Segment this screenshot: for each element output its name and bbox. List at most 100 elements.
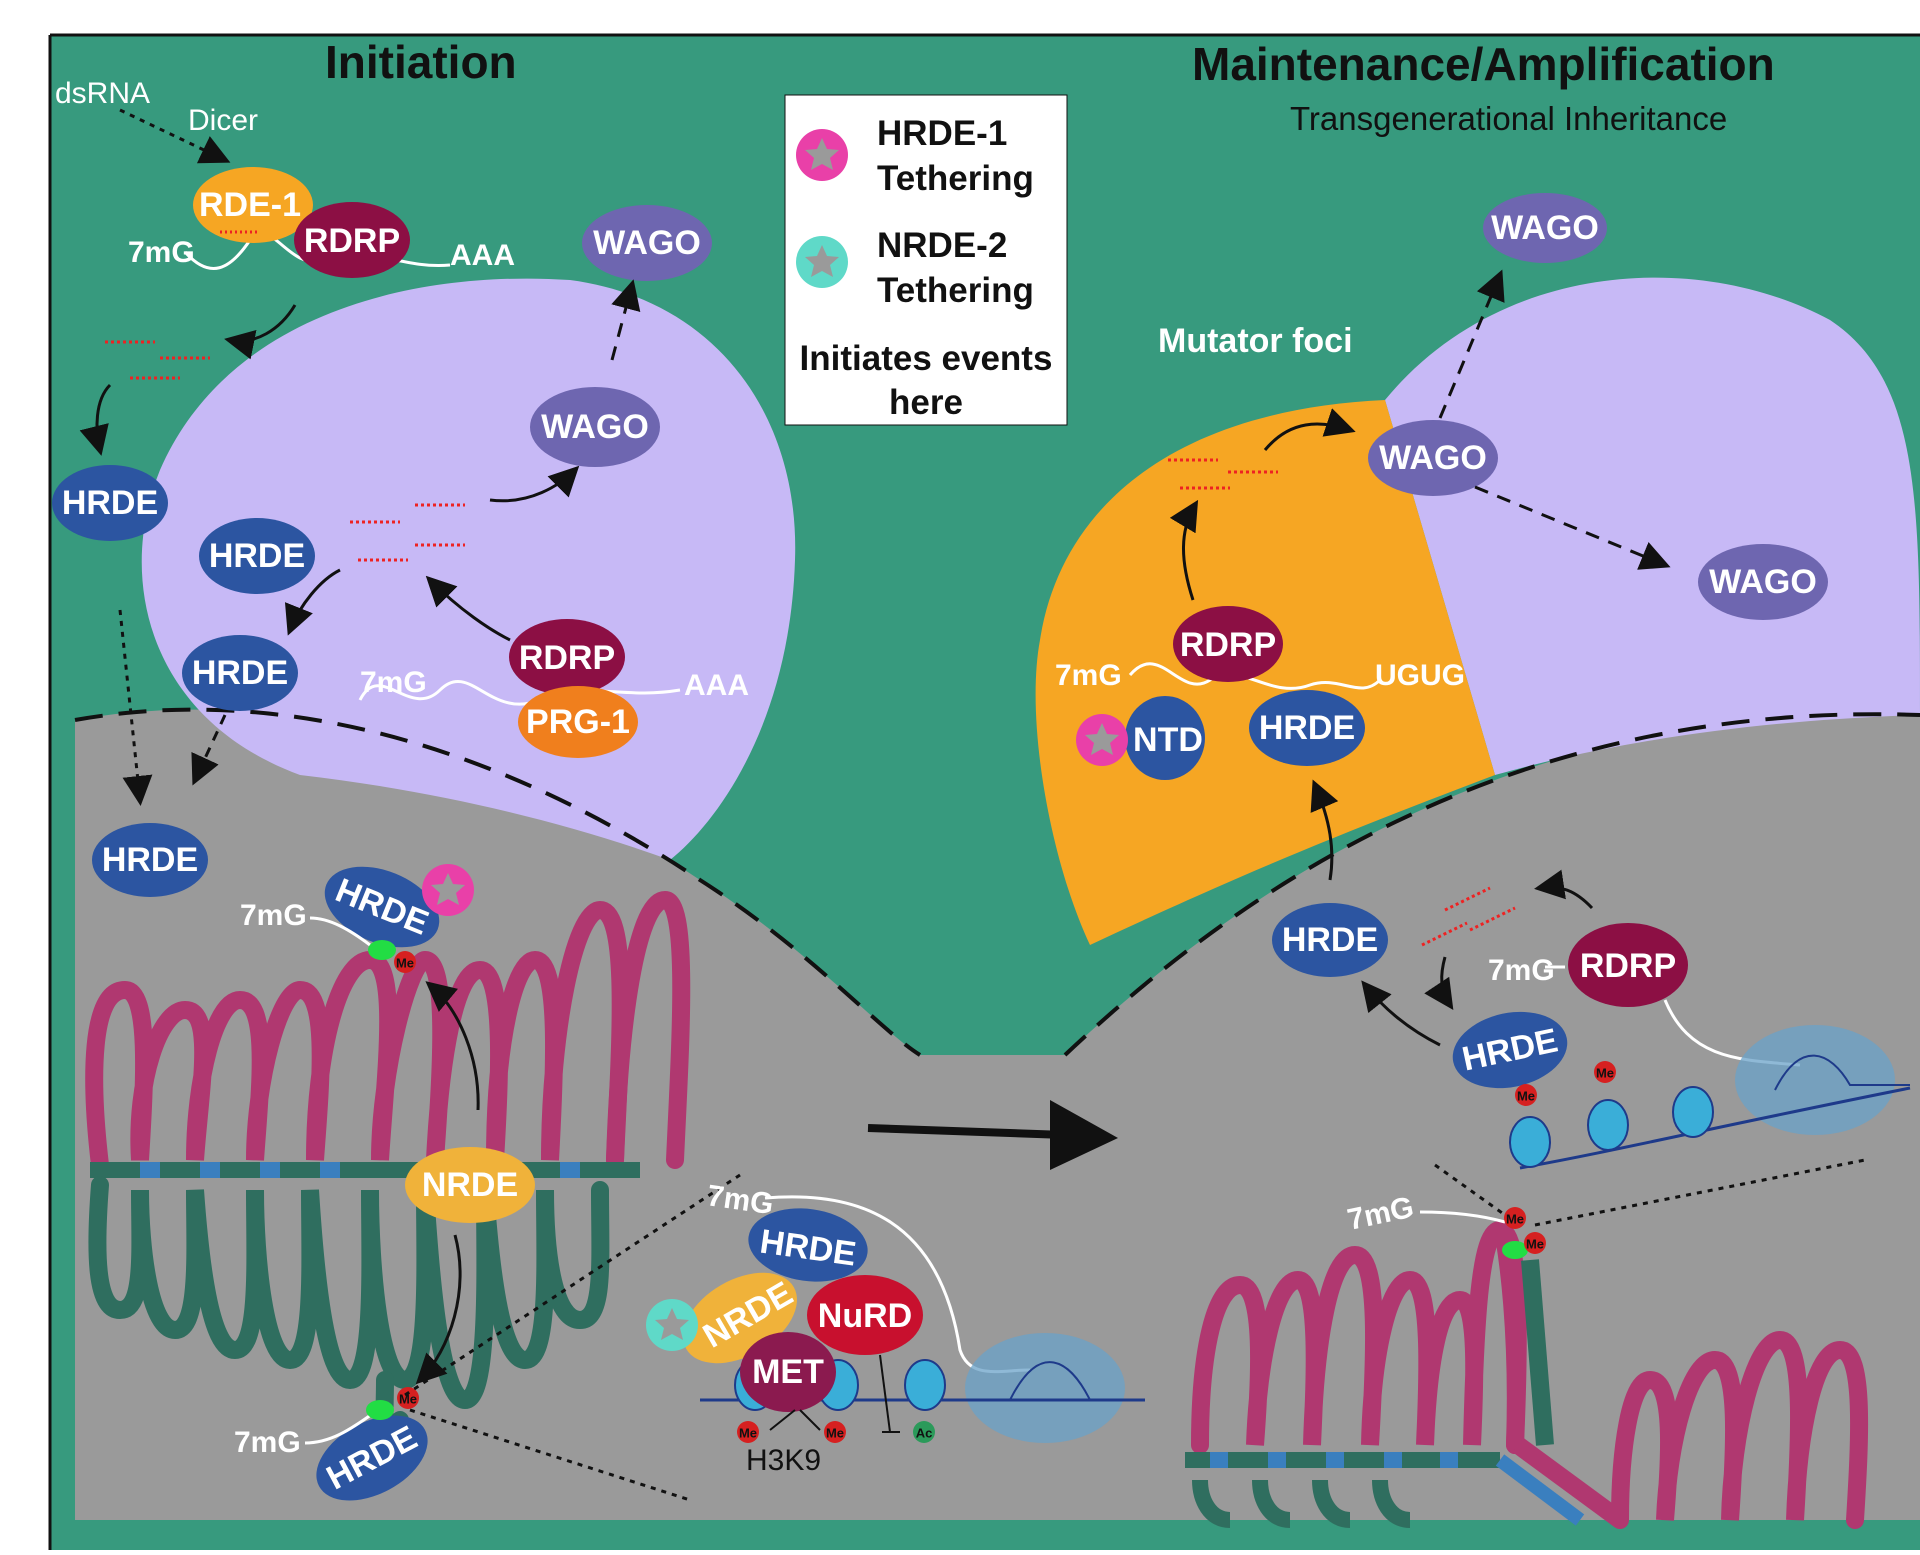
rdrp-label: RDRP (1180, 626, 1276, 664)
ugug-label: UGUG (1375, 659, 1465, 692)
arrow-icon (867, 1124, 1066, 1139)
nurd-label: NuRD (818, 1297, 912, 1335)
star-icon (1085, 723, 1119, 755)
hrde-label: HRDE (209, 537, 305, 575)
wago-protein: WAGO (1698, 544, 1828, 620)
polymerase-icon (1735, 1025, 1895, 1135)
hrde-label: HRDE (1259, 709, 1355, 747)
rdrp-protein: RDRP (294, 202, 410, 278)
prg1-label: PRG-1 (526, 703, 630, 741)
legend-hrde1-line2: Tethering (877, 159, 1034, 198)
sirna-cluster (1421, 886, 1516, 947)
ac-label: Ac (916, 1426, 933, 1441)
cap-label: 7mG (1055, 659, 1122, 692)
me-label: Me (396, 956, 414, 971)
hrde-label: HRDE (102, 841, 198, 879)
rdrp-protein: RDRP (1568, 923, 1688, 1007)
wago-label: WAGO (1491, 209, 1599, 247)
me-mark (397, 1387, 419, 1409)
sirna-cluster (105, 340, 210, 380)
cap-label: 7mG (240, 899, 307, 932)
ntd-label: NTD (1133, 721, 1203, 759)
star-icon (655, 1308, 689, 1340)
title-initiation: Initiation (325, 36, 517, 88)
hrde-protein: HRDE (52, 465, 168, 541)
hrde-protein: HRDE (748, 1208, 868, 1282)
cap-label: 7mG (128, 236, 195, 269)
wago-label: WAGO (1379, 439, 1487, 477)
rde1-protein: RDE-1 (193, 167, 313, 243)
hrde-protein: HRDE (182, 635, 298, 711)
legend: HRDE-1 Tethering NRDE-2 Tethering Initia… (784, 94, 1068, 426)
wago-protein: WAGO (582, 205, 712, 281)
wago-protein: WAGO (1483, 193, 1607, 263)
hrde-protein: HRDE (1452, 1011, 1568, 1089)
star-icon (431, 873, 465, 905)
met-label: MET (752, 1353, 824, 1391)
hrde-label: HRDE (1282, 921, 1378, 959)
wago-protein: WAGO (1368, 420, 1498, 496)
polymerase-icon (965, 1333, 1125, 1443)
rdrp-protein: RDRP (1173, 606, 1283, 682)
me-label: Me (399, 1392, 417, 1407)
cap-label: 7mG (360, 666, 427, 699)
nuclear-envelope-right (1063, 712, 1920, 1057)
rde1-label: RDE-1 (199, 186, 301, 224)
me-label: Me (826, 1426, 844, 1441)
chromatin-loops-maintenance (1185, 1220, 1869, 1529)
polya-label: AAA (450, 239, 515, 272)
rdrp-protein: RDRP (509, 619, 625, 695)
hrde1-tethered-hrde: HRDE (324, 864, 474, 948)
title-maintenance: Maintenance/Amplification (1192, 38, 1775, 90)
nrde-label: NRDE (422, 1166, 518, 1204)
polya-label: AAA (684, 669, 749, 702)
hrde-protein: HRDE (1272, 903, 1388, 977)
subtitle-maintenance: Transgenerational Inheritance (1290, 100, 1727, 137)
mutator-foci-label: Mutator foci (1158, 322, 1353, 360)
legend-nrde2-line1: NRDE-2 (877, 226, 1007, 265)
me-mark (394, 951, 416, 973)
h3k9-label: H3K9 (746, 1444, 821, 1477)
rdrp-label: RDRP (304, 222, 400, 260)
wago-label: WAGO (1709, 563, 1817, 601)
label-dicer: Dicer (188, 104, 258, 137)
hrde-protein: HRDE (199, 518, 315, 594)
ntd-protein: NTD (1125, 696, 1205, 780)
mutator-foci (1035, 400, 1495, 945)
me-label: Me (1596, 1066, 1614, 1081)
met-protein: MET (740, 1332, 836, 1412)
cap-label: 7mG (234, 1426, 301, 1459)
me-label: Me (1526, 1237, 1544, 1252)
hrde-protein: HRDE (1249, 690, 1365, 766)
me-label: Me (1517, 1089, 1535, 1104)
wago-label: WAGO (541, 408, 649, 446)
arrow-icon (1050, 1100, 1118, 1170)
label-dsrna: dsRNA (55, 77, 150, 110)
hrde-label: HRDE (62, 484, 158, 522)
prg1-protein: PRG-1 (518, 686, 638, 758)
sirna-cluster (350, 503, 465, 562)
nrde-protein: NRDE (405, 1147, 535, 1223)
star-icon (805, 245, 839, 277)
legend-note-line2: here (889, 383, 963, 422)
legend-nrde2-line2: Tethering (877, 271, 1034, 310)
rdrp-label: RDRP (1580, 947, 1676, 985)
nuclear-envelope-left (74, 707, 922, 1057)
wago-protein: WAGO (530, 387, 660, 467)
chromatin-loops (85, 890, 691, 1446)
nurd-protein: NuRD (807, 1275, 923, 1355)
wago-label: WAGO (593, 224, 701, 262)
hrde-protein: HRDE (92, 823, 208, 897)
me-label: Me (739, 1426, 757, 1441)
hrde-label: HRDE (192, 654, 288, 692)
sirna-cluster (1168, 458, 1278, 490)
germ-granule-right (1385, 277, 1920, 775)
legend-note-line1: Initiates events (800, 339, 1053, 378)
star-icon (805, 138, 839, 170)
legend-hrde1-line1: HRDE-1 (877, 114, 1007, 153)
nucleosome-icon (1509, 1086, 1714, 1168)
me-label: Me (1506, 1212, 1524, 1227)
cap-label: 7mG (1488, 954, 1555, 987)
